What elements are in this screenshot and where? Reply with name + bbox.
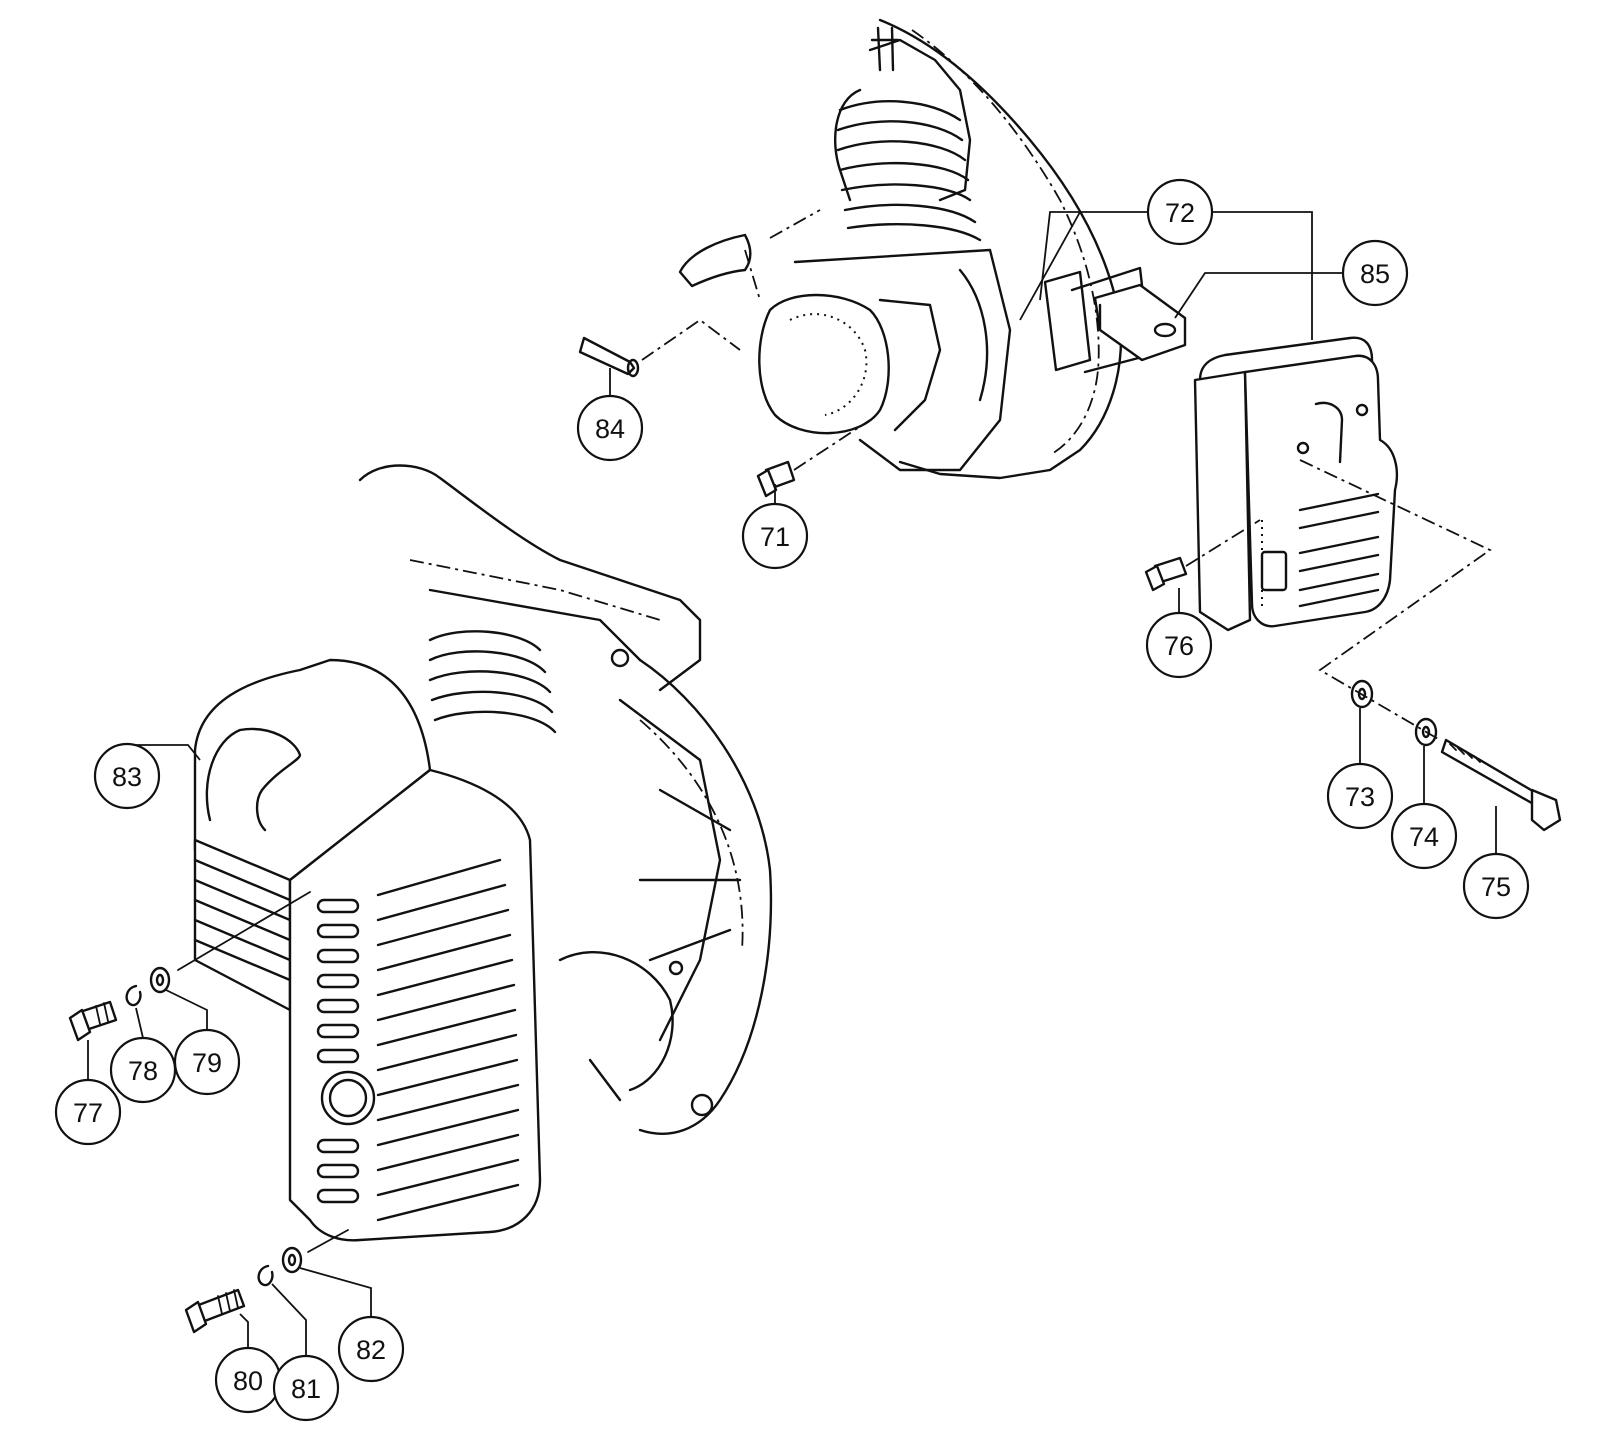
callout-circle: [93, 742, 161, 810]
callout-82: 82: [337, 1315, 405, 1383]
callout-80: 80: [214, 1346, 282, 1414]
lock-washer-81: [257, 1264, 274, 1287]
callout-76: 76: [1145, 611, 1213, 679]
engine-frame: [358, 464, 773, 1135]
mount-axis-line: [1299, 459, 1492, 741]
callout-circle: [1326, 762, 1394, 830]
pin-84: [578, 318, 741, 378]
leader-lines: [87, 211, 1497, 1356]
callout-74: 74: [1390, 802, 1458, 870]
callout-label: 79: [192, 1048, 222, 1078]
callout-circle: [173, 1028, 241, 1096]
callout-label: 77: [73, 1098, 103, 1128]
screw-71: [756, 419, 871, 498]
callout-85: 85: [1341, 239, 1409, 307]
bolt-80: [184, 1288, 246, 1334]
callout-73: 73: [1326, 762, 1394, 830]
callout-label: 73: [1345, 782, 1375, 812]
bolt-77: [68, 1000, 118, 1042]
engine-cover: [193, 658, 542, 1242]
callout-label: 72: [1165, 198, 1195, 228]
callout-83: 83: [93, 742, 161, 810]
callout-circle: [54, 1078, 122, 1146]
callout-78: 78: [109, 1036, 177, 1104]
callout-79: 79: [173, 1028, 241, 1096]
callout-81: 81: [272, 1354, 340, 1422]
washer-79: [149, 966, 171, 994]
callout-71: 71: [741, 502, 809, 570]
callout-label: 82: [356, 1335, 386, 1365]
callout-75: 75: [1462, 852, 1530, 920]
callout-label: 84: [595, 414, 625, 444]
callout-circle: [576, 394, 644, 462]
callout-group: 71 72 73 74 75 76 77 78 79 80 81 82 83 84 85: [54, 178, 1530, 1422]
callout-circle: [1145, 611, 1213, 679]
callout-label: 83: [112, 762, 142, 792]
lock-washer-78: [125, 984, 142, 1007]
callout-72: 72: [1146, 178, 1214, 246]
axis-line-82: [307, 1229, 349, 1253]
callout-77: 77: [54, 1078, 122, 1146]
callout-circle: [337, 1315, 405, 1383]
callout-label: 74: [1409, 822, 1439, 852]
bolt-75: [1440, 738, 1562, 832]
callout-label: 75: [1481, 872, 1511, 902]
engine-assembly: [678, 18, 1152, 480]
callout-circle: [272, 1354, 340, 1422]
callout-circle: [1390, 802, 1458, 870]
screw-76: [1144, 519, 1261, 592]
callout-label: 80: [233, 1366, 263, 1396]
callout-label: 81: [291, 1374, 321, 1404]
muffler: [1193, 336, 1399, 632]
callout-circle: [1462, 852, 1530, 920]
callout-label: 78: [128, 1056, 158, 1086]
callout-label: 71: [760, 522, 790, 552]
axis-line-79: [177, 891, 311, 971]
callout-84: 84: [576, 394, 644, 462]
callout-circle: [1146, 178, 1214, 246]
washer-82: [281, 1246, 303, 1274]
callout-circle: [741, 502, 809, 570]
exhaust-port-adapter: [1093, 283, 1187, 362]
callout-label: 85: [1360, 259, 1390, 289]
callout-label: 76: [1164, 631, 1194, 661]
callout-circle: [1341, 239, 1409, 307]
